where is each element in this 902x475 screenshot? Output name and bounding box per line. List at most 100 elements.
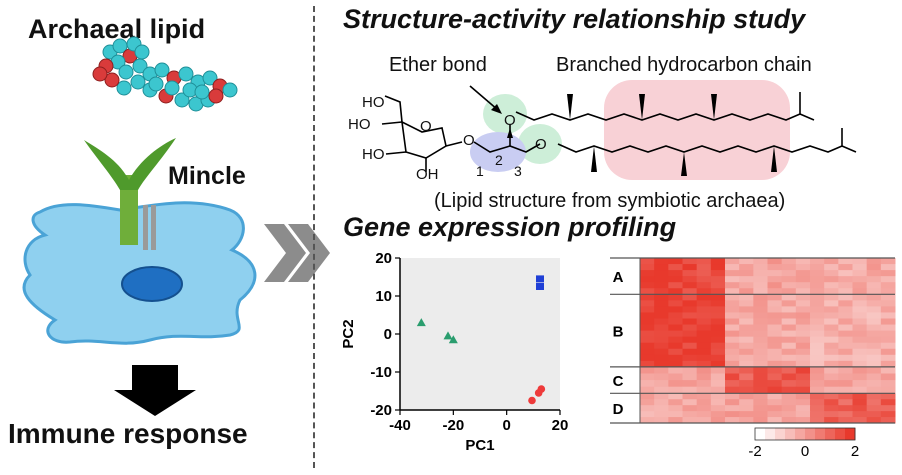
ether-bond-highlight-top [483, 94, 527, 134]
heatmap-cell [668, 300, 683, 307]
heatmap-cell [767, 360, 783, 368]
cluster-label: A [613, 269, 624, 286]
color-scale-swatch [795, 428, 806, 440]
heatmap-cell [668, 411, 683, 418]
color-scale-swatch [825, 428, 836, 440]
heatmap-cell [838, 380, 853, 388]
heatmap-cell [795, 258, 811, 265]
heatmap-cell [753, 330, 768, 338]
heatmap-cell [682, 264, 698, 271]
heatmap-cell [810, 282, 825, 289]
heatmap-cell [880, 354, 896, 362]
mincle-label: Mincle [168, 162, 246, 190]
heatmap-cell [781, 330, 797, 338]
heatmap-cell [682, 300, 698, 307]
heatmap-cell [739, 354, 754, 362]
heatmap-cell [640, 258, 655, 265]
heatmap-cell [880, 324, 896, 332]
heatmap-cell [767, 386, 783, 394]
heatmap-cell [640, 336, 655, 344]
heatmap-cell [810, 373, 825, 381]
heatmap-cell [640, 399, 655, 406]
pca-point-square [536, 283, 544, 290]
heatmap-cell [866, 411, 882, 418]
heatmap-cell [810, 336, 825, 344]
heatmap-cell [668, 324, 683, 332]
heatmap-cell [668, 348, 683, 356]
heatmap-cell [767, 306, 783, 313]
pca-point-circle [534, 389, 543, 397]
heatmap-cell [866, 380, 882, 388]
heatmap-cell [824, 336, 839, 344]
heatmap-cell [710, 312, 726, 319]
heatmap-cell [725, 348, 740, 356]
heatmap-cell [640, 324, 655, 332]
heatmap-cell [668, 330, 683, 338]
heatmap-cell [795, 270, 811, 277]
heatmap-cell [640, 373, 655, 381]
heatmap-cell [781, 386, 797, 394]
heatmap-cell [767, 336, 783, 344]
heatmap-cell [781, 306, 797, 313]
heatmap-cell [795, 294, 811, 301]
heatmap-cell [682, 411, 698, 418]
heatmap-cell [654, 312, 669, 319]
heatmap-cell [767, 318, 783, 326]
ring-oxygen-label: O [420, 118, 432, 135]
heatmap-cell [710, 282, 726, 289]
heatmap-cell [640, 386, 655, 394]
heatmap-cell [852, 354, 868, 362]
heatmap-cell [753, 411, 768, 418]
heatmap-cell [725, 282, 740, 289]
heatmap-cell [696, 411, 712, 418]
heatmap-cell [795, 386, 811, 394]
heatmap-cell [640, 380, 655, 388]
heatmap-cell [710, 348, 726, 356]
heatmap-cell [852, 411, 868, 418]
heatmap-cell [795, 342, 811, 350]
heatmap-cell [866, 366, 882, 374]
heatmap-cell [852, 312, 868, 319]
heatmap-cell [838, 276, 853, 283]
heatmap-cell [682, 342, 698, 350]
color-scale-swatch [835, 428, 846, 440]
heatmap-cell [781, 342, 797, 350]
heatmap-cell [852, 417, 868, 424]
heatmap-cell [767, 380, 783, 388]
carbon-number-3: 3 [514, 163, 522, 179]
heatmap-cell [696, 318, 712, 326]
heatmap-cell [866, 312, 882, 319]
heatmap-cell [710, 411, 726, 418]
archaeal-lipid-title: Archaeal lipid [28, 14, 206, 44]
heatmap-cell [852, 373, 868, 381]
heatmap-cell [781, 312, 797, 319]
heatmap-cell [668, 294, 683, 301]
heatmap-cell [753, 360, 768, 368]
heatmap-cell [880, 288, 896, 295]
heatmap-cell [767, 288, 783, 295]
heatmap-cell [767, 300, 783, 307]
heatmap-cell [767, 405, 783, 412]
heatmap-cell [852, 300, 868, 307]
heatmap-cell [710, 354, 726, 362]
heatmap-cell [866, 306, 882, 313]
heatmap-cell [710, 270, 726, 277]
heatmap-cell [640, 306, 655, 313]
heatmap-cell [852, 324, 868, 332]
heatmap-cell [795, 282, 811, 289]
heatmap-cell [880, 405, 896, 412]
heatmap-cell [739, 393, 754, 400]
heatmap-cell [654, 294, 669, 301]
heatmap-cell [795, 306, 811, 313]
heatmap-cell [696, 354, 712, 362]
branched-chain-highlight [604, 80, 790, 180]
heatmap-cell [710, 306, 726, 313]
heatmap-cell [739, 417, 754, 424]
heatmap-cell [682, 294, 698, 301]
color-scale-tick-label: 2 [851, 443, 859, 460]
ho-label-1: HO [362, 94, 385, 111]
heatmap-cell [739, 373, 754, 381]
pca-x-tick-label: -40 [389, 417, 411, 434]
heatmap-cell [866, 336, 882, 344]
heatmap-cell [852, 294, 868, 301]
